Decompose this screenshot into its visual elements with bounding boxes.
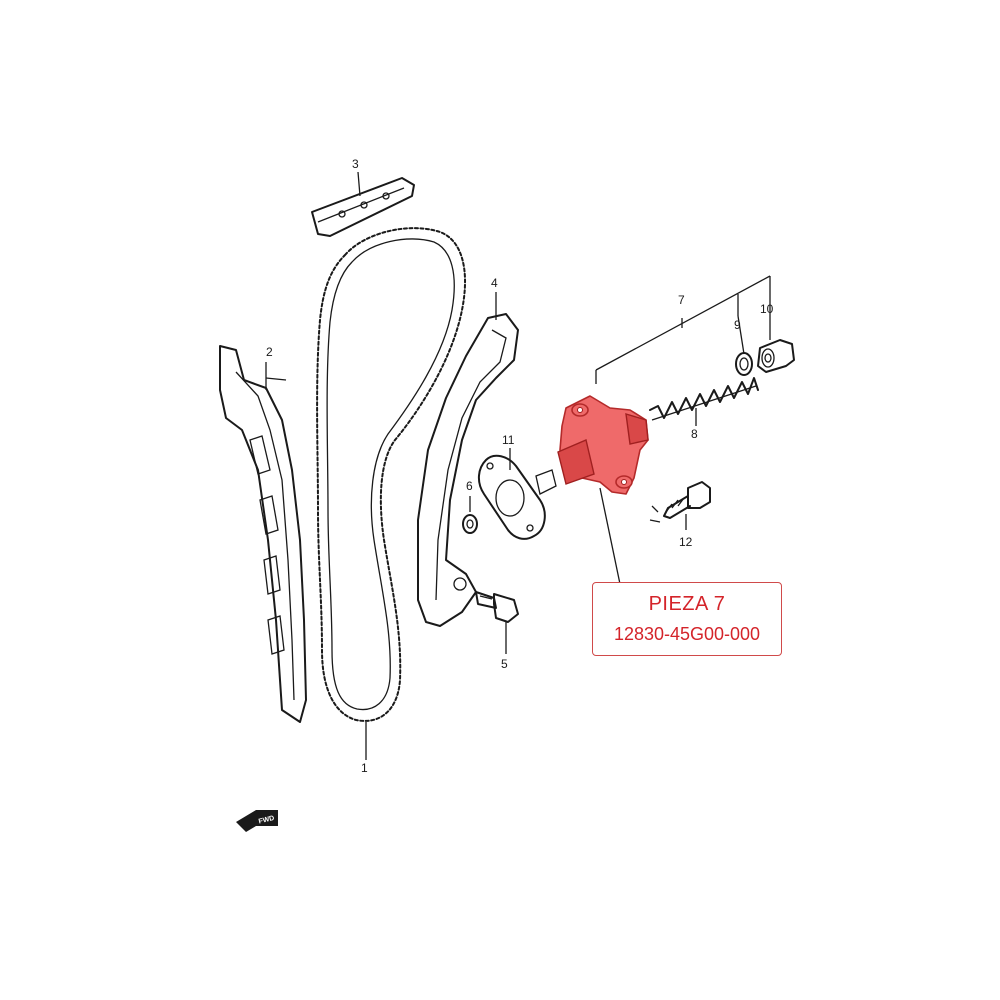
part-6-o-ring [462,514,478,534]
fwd-label: FWD [258,815,275,826]
fwd-direction-badge: FWD [236,810,278,832]
callout-11: 11 [502,433,515,447]
part-3-guide-plate [311,177,415,237]
part-5-pivot-bolt [475,591,519,623]
part-10-cap-bolt [757,339,795,373]
callout-1: 1 [361,761,368,775]
part-1-timing-chain [316,227,466,722]
part-9-washer [735,352,753,376]
callout-10: 10 [760,302,774,316]
callout-5: 5 [501,657,508,671]
part-12-mounting-bolt [663,481,711,519]
callout-8: 8 [691,427,698,441]
part-4-tensioner-arm [417,313,519,627]
highlight-title: PIEZA 7 [648,593,726,615]
callout-6: 6 [466,479,473,493]
callout-2: 2 [266,345,273,359]
highlight-part-number: 12830-45G00-000 [613,624,761,644]
part-8-spring [649,377,759,421]
highlight-label-box: PIEZA 7 12830-45G00-000 [592,582,782,656]
part-11-gasket [478,454,546,540]
callout-4: 4 [491,276,498,290]
callout-9: 9 [734,318,741,332]
part-7-chain-tensioner-highlighted [535,395,649,495]
callout-7: 7 [678,293,685,307]
callout-12: 12 [679,535,693,549]
callout-3: 3 [352,157,359,171]
part-2-chain-guide [219,345,307,723]
